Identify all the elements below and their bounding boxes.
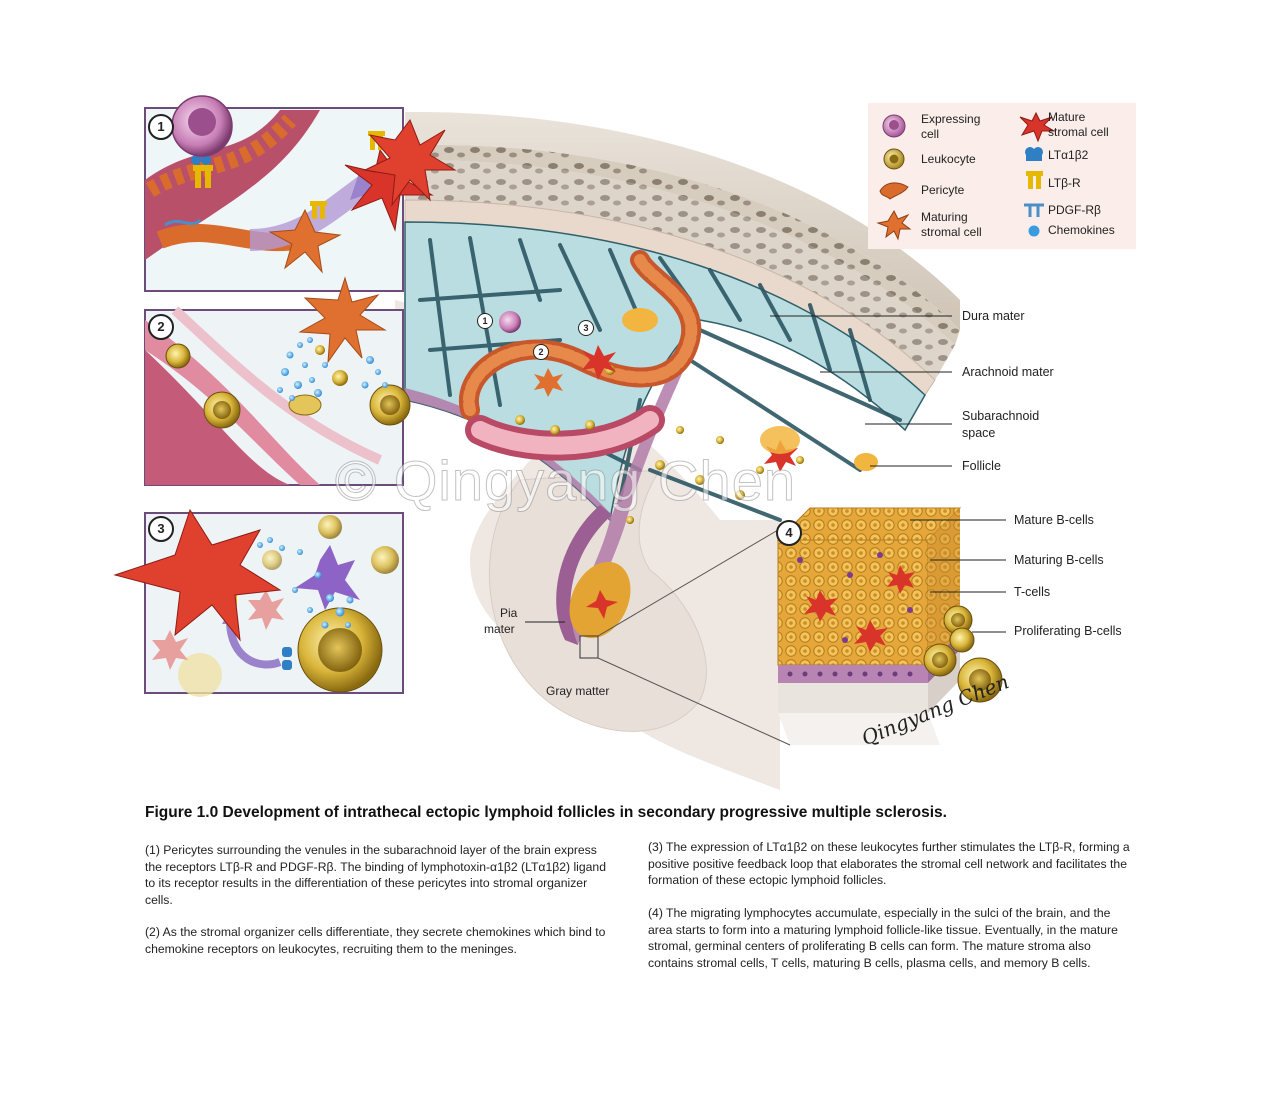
- legend-label: Maturing stromal cell: [921, 210, 982, 239]
- diagram-marker-3: 3: [578, 320, 594, 336]
- inset-panel-1: [144, 107, 434, 292]
- pericyte-icon: [879, 182, 909, 200]
- legend-icons: [876, 111, 1056, 241]
- legend-label: PDGF-Rβ: [1048, 203, 1101, 217]
- label-dura-mater: Dura mater: [962, 309, 1025, 323]
- legend-label: Mature stromal cell: [1048, 110, 1109, 139]
- leukocyte-icon: [883, 148, 905, 170]
- label-subarachnoid-2: space: [962, 426, 996, 440]
- caption-paragraph-4: (4) The migrating lymphocytes accumulate…: [648, 906, 1118, 970]
- figure-title: Figure 1.0 Development of intrathecal ec…: [145, 804, 947, 821]
- follicle-tissue-cube: [776, 507, 1003, 745]
- diagram-marker-1: 1: [477, 313, 493, 329]
- chemokine-icon: [1028, 225, 1040, 237]
- panel-number-2: 2: [148, 314, 174, 340]
- legend-label: Pericyte: [921, 183, 965, 197]
- legend-label: Chemokines: [1048, 223, 1115, 237]
- watermark: © Qingyang Chen: [335, 449, 796, 513]
- legend-label: LTα1β2: [1048, 148, 1089, 162]
- ltbr-icon: [1026, 171, 1043, 189]
- caption-paragraph-1: (1) Pericytes surrounding the venules in…: [145, 843, 606, 907]
- legend-label: Expressing cell: [921, 112, 981, 141]
- legend: Expressing cell Leukocyte Pericyte Matur…: [868, 103, 1136, 249]
- expressing-cell-icon: [882, 114, 906, 138]
- caption-paragraph-3: (3) The expression of LTα1β2 on these le…: [648, 840, 1130, 887]
- pdgf-rb-icon: [1024, 203, 1044, 217]
- label-subarachnoid-1: Subarachnoid: [962, 409, 1040, 423]
- mature-stromal-cell-icon: [1019, 111, 1056, 143]
- label-maturing-b-cells: Maturing B-cells: [1014, 553, 1104, 567]
- label-arachnoid-mater: Arachnoid mater: [962, 365, 1054, 379]
- label-follicle: Follicle: [962, 459, 1001, 473]
- label-t-cells: T-cells: [1014, 585, 1051, 599]
- lta1b2-icon: [1025, 147, 1043, 161]
- diagram-marker-2: 2: [533, 344, 549, 360]
- panel-number-3: 3: [148, 516, 174, 542]
- caption-paragraph-2: (2) As the stromal organizer cells diffe…: [145, 925, 606, 956]
- label-proliferating-b-cells: Proliferating B-cells: [1014, 624, 1122, 638]
- inset-panel-2: [144, 276, 411, 486]
- legend-label: LTβ-R: [1048, 176, 1081, 190]
- panel-number-1: 1: [148, 114, 174, 140]
- label-pia-1: Pia: [500, 606, 518, 620]
- maturing-stromal-cell-icon: [876, 209, 912, 241]
- label-gray-matter: Gray matter: [546, 684, 610, 698]
- label-mature-b-cells: Mature B-cells: [1014, 513, 1094, 527]
- panel-number-4: 4: [776, 520, 802, 546]
- main-illustration: [113, 95, 1006, 790]
- legend-label: Leukocyte: [921, 152, 976, 166]
- label-pia-2: mater: [484, 622, 515, 636]
